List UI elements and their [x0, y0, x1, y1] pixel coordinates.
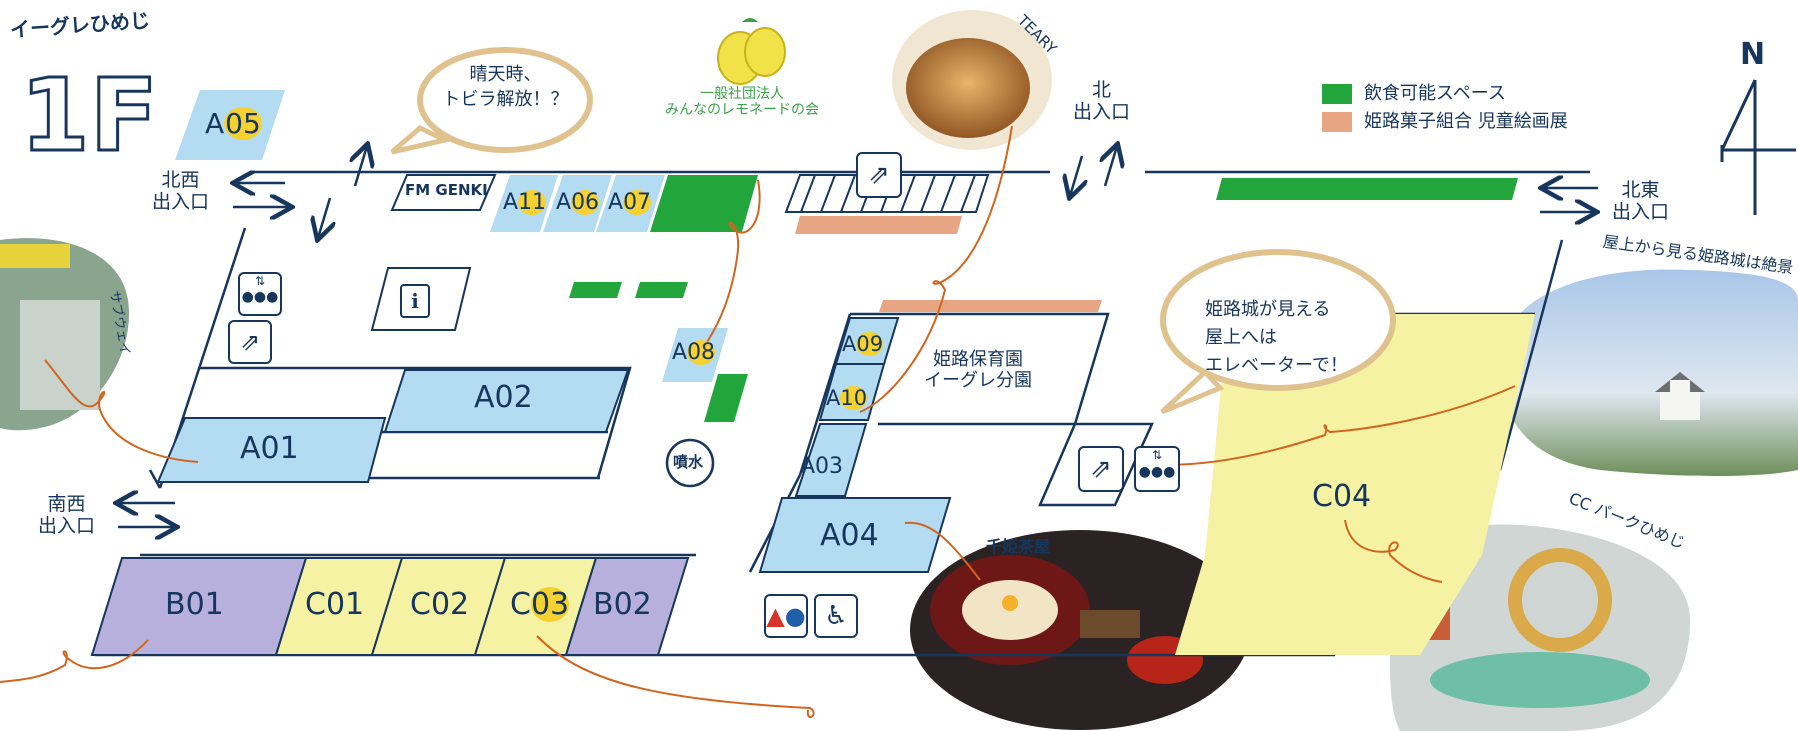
shop-a11-prefix: A — [503, 190, 519, 215]
lemonade-logo — [717, 18, 786, 85]
shop-a03[interactable] — [794, 423, 868, 497]
shop-a10-label: A10 — [826, 386, 868, 410]
floor-label-graphic: 1F — [19, 56, 160, 176]
elevator-icon-east-arrows: ⇅ — [1151, 448, 1163, 462]
shop-c04-label: C04 — [1312, 479, 1372, 514]
compass-north-label: N — [1740, 37, 1766, 72]
shop-a01-label: A01 — [240, 431, 299, 466]
entrance-northeast[interactable]: 北東 出入口 — [1612, 179, 1670, 223]
shop-a10-prefix: A — [826, 386, 841, 410]
chaya-photo — [910, 530, 1250, 730]
elevator-icon-arrows: ⇅ — [254, 274, 266, 288]
shop-a02-label: A02 — [474, 380, 533, 415]
legend-swatch-salmon — [1322, 112, 1352, 132]
entrance-northwest[interactable]: 北西 出入口 — [152, 169, 210, 213]
shop-a04-label: A04 — [820, 518, 879, 553]
shop-a10-number: 10 — [840, 386, 868, 410]
fountain-label: 噴水 — [673, 453, 704, 471]
shop-c02-label: C02 — [410, 587, 470, 622]
subway-photo — [0, 238, 129, 431]
shop-c01-label: C01 — [305, 587, 365, 622]
shop-c03-label: C03 — [510, 587, 570, 623]
shop-a03-label: A03 — [800, 454, 844, 479]
shop-a06-prefix: A — [556, 190, 572, 215]
shop-fm-genki[interactable] — [390, 174, 497, 211]
entrance-southwest[interactable]: 南西 出入口 — [38, 493, 96, 537]
shop-a05-prefix: A — [205, 107, 225, 140]
floor-number: 1F — [20, 57, 158, 174]
elevator-icon-east[interactable]: ⇅ ●●● — [1134, 446, 1180, 492]
shop-a07-label: A07 — [608, 190, 652, 215]
restroom-icon-female: ▲ — [766, 602, 785, 630]
entrance-north[interactable]: 北 出入口 — [1073, 79, 1131, 123]
shop-b01-label: B01 — [165, 587, 224, 622]
elevator-icon-people: ●●● — [241, 289, 279, 305]
shop-a09-prefix: A — [842, 332, 857, 356]
shop-c04[interactable] — [1175, 314, 1535, 655]
escalator-icon-north[interactable]: ⇗ — [856, 152, 902, 198]
legend-label-art: 姫路菓子組合 児童絵画展 — [1364, 111, 1568, 132]
nursery-label: 姫路保育園 イーグレ分園 — [924, 349, 1032, 391]
rooftop-photo — [1499, 269, 1798, 476]
shop-a06-label: A06 — [556, 190, 600, 215]
restroom-icon[interactable]: ▲● — [764, 594, 808, 638]
shop-c03-prefix: C — [510, 587, 531, 622]
entrance-arrows — [118, 146, 1598, 527]
shop-a05-number: 05 — [224, 107, 262, 140]
shop-a11-number: 11 — [518, 190, 547, 215]
escalator-icon[interactable]: ⇗ — [228, 320, 272, 364]
shop-a06-number: 06 — [571, 190, 600, 215]
legend-label-eating: 飲食可能スペース — [1364, 83, 1506, 104]
shop-b02[interactable] — [564, 557, 690, 656]
eating-space-areas — [569, 175, 1518, 422]
legend-swatch-green — [1322, 84, 1352, 104]
shop-b02-label: B02 — [593, 587, 652, 622]
info-icon[interactable]: i — [400, 284, 430, 318]
wheelchair-icon[interactable]: ♿ — [814, 594, 858, 638]
shop-a07-number: 07 — [623, 190, 652, 215]
shop-c03-number: 03 — [530, 587, 570, 622]
shop-a11-label: A11 — [503, 190, 547, 215]
elevator-icon[interactable]: ⇅ ●●● — [238, 272, 282, 316]
bubble-castle-text: 姫路城が見える 屋上へは エレベーターで！ — [1205, 299, 1348, 376]
speech-bubble-door — [390, 47, 593, 155]
fountain — [665, 438, 715, 488]
escalator-icon-east[interactable]: ⇗ — [1078, 446, 1124, 492]
leader-lines — [0, 125, 1516, 719]
teary-photo — [892, 10, 1052, 150]
shop-a09-label: A09 — [842, 332, 884, 356]
shop-a01[interactable] — [156, 417, 387, 483]
art-exhibit-areas — [795, 216, 1102, 312]
restroom-icon-male: ● — [784, 602, 806, 630]
shop-a08-number: 08 — [687, 340, 716, 365]
shop-a08-prefix: A — [672, 340, 688, 365]
chaya-caption: 千姫茶屋 — [986, 537, 1051, 556]
shop-a04[interactable] — [758, 497, 952, 573]
compass — [1720, 79, 1796, 215]
shop-a02[interactable] — [383, 369, 630, 433]
shop-a09-number: 09 — [856, 332, 884, 356]
shop-a05-label: A05 — [205, 107, 262, 140]
bubble-door-text: 晴天時、 トビラ解放！？ — [442, 64, 569, 111]
shop-fm-genki-label: FM GENKI — [405, 181, 488, 199]
shop-a08-label: A08 — [672, 340, 716, 365]
speech-bubble-castle — [1160, 249, 1396, 415]
lemonade-caption: 一般社団法人 みんなのレモネードの会 — [665, 86, 819, 119]
shop-a07-prefix: A — [608, 190, 624, 215]
elevator-icon-east-people: ●●● — [1138, 464, 1176, 480]
